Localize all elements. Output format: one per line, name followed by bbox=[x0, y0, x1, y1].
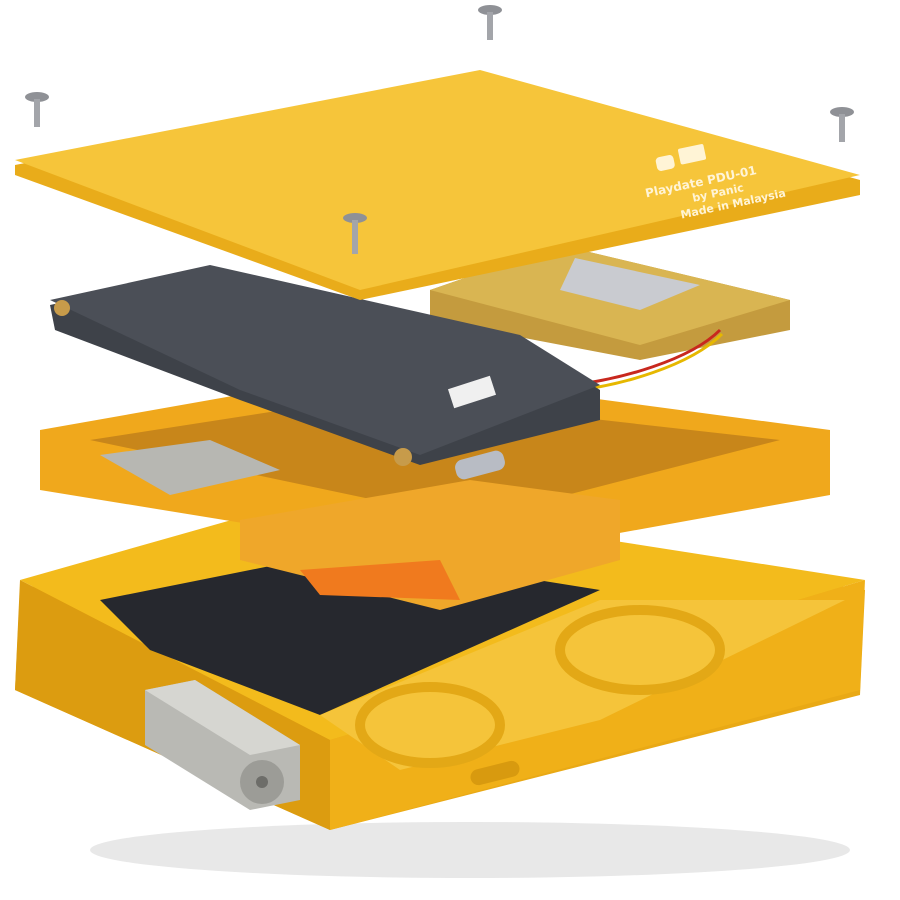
usb-c-connector bbox=[455, 450, 505, 480]
screw bbox=[343, 213, 367, 254]
back-plate: Playdate PDU-01 by Panic Made in Malaysi… bbox=[15, 70, 860, 300]
shadow bbox=[90, 822, 850, 878]
speaker-module bbox=[100, 440, 280, 495]
panic-logo bbox=[655, 144, 707, 171]
battery bbox=[430, 245, 790, 393]
screw bbox=[478, 5, 502, 40]
middle-frame bbox=[40, 370, 830, 610]
crank bbox=[145, 680, 300, 810]
flex-cable bbox=[300, 560, 460, 600]
screw bbox=[25, 92, 49, 127]
mount-hole bbox=[394, 448, 412, 466]
chip-label bbox=[447, 375, 497, 409]
buttons bbox=[555, 605, 725, 695]
screw bbox=[830, 107, 854, 142]
mount-hole bbox=[54, 300, 70, 316]
dpad bbox=[355, 682, 505, 768]
usb-port-slot bbox=[470, 760, 520, 786]
circuit-board bbox=[50, 265, 600, 480]
